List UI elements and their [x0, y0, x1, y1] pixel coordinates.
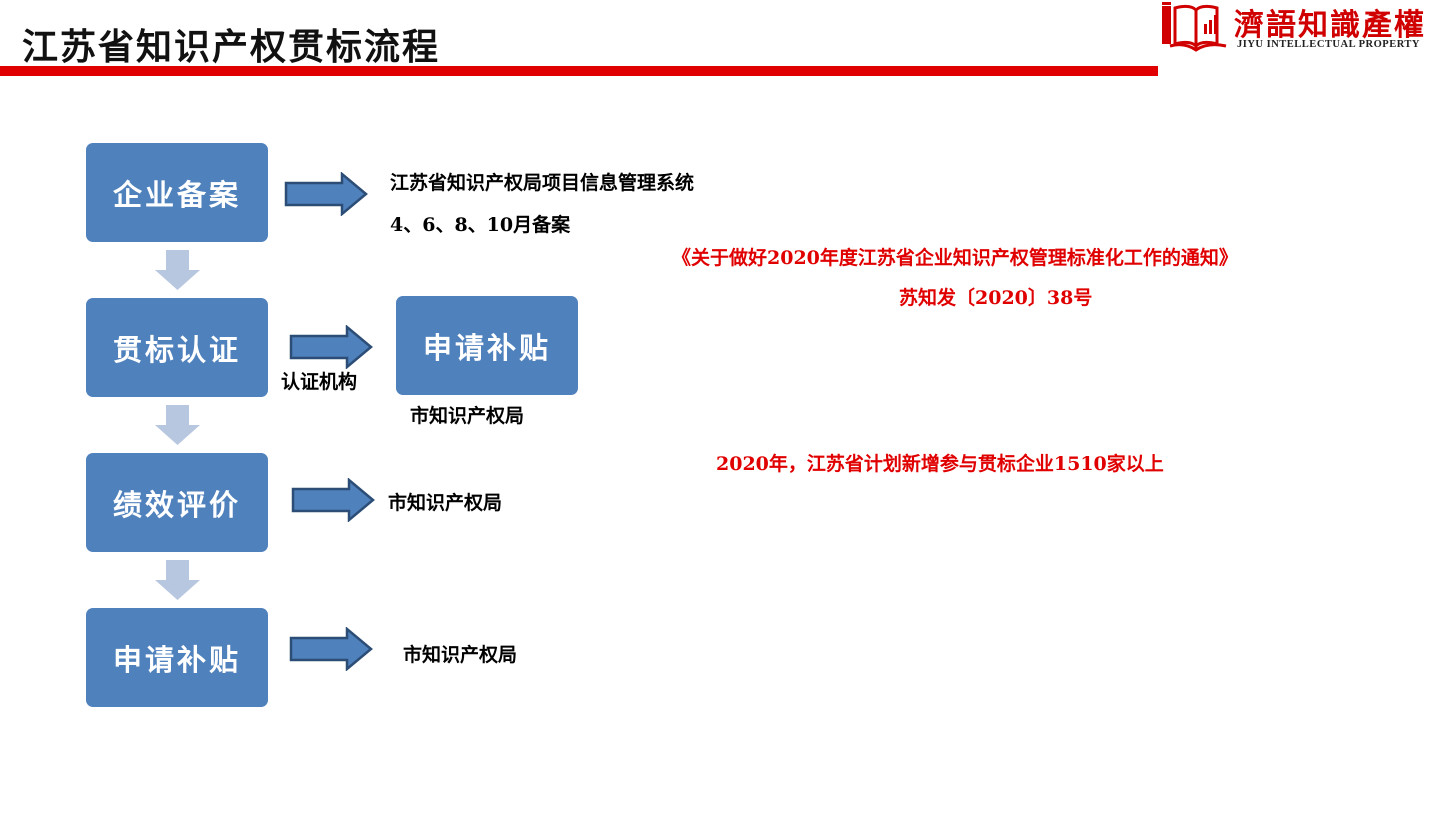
book-logo-icon	[1162, 2, 1227, 52]
step-apply-subsidy: 申请补贴	[86, 608, 268, 707]
down-arrow-icon	[155, 405, 200, 445]
certification-body-label: 认证机构	[281, 371, 358, 393]
right-arrow-icon	[289, 325, 373, 369]
notice-document-number: 苏知发〔2020〕38号	[899, 287, 1093, 309]
evaluation-target-text: 市知识产权局	[388, 492, 503, 514]
brand-logo: 濟語知識產權 JIYU INTELLECTUAL PROPERTY	[1158, 0, 1450, 60]
filing-months-text: 4、6、8、10月备案	[390, 214, 571, 236]
notice-title: 《关于做好2020年度江苏省企业知识产权管理标准化工作的通知》	[672, 247, 1238, 269]
subsidy-target-text: 市知识产权局	[403, 644, 518, 666]
page-title: 江苏省知识产权贯标流程	[22, 26, 441, 68]
plan-statement: 2020年，江苏省计划新增参与贯标企业1510家以上	[716, 453, 1164, 475]
right-arrow-icon	[289, 627, 373, 671]
step-standard-certification: 贯标认证	[86, 298, 268, 397]
subsidy-caption: 市知识产权局	[410, 405, 525, 427]
step-performance-evaluation: 绩效评价	[86, 453, 268, 552]
subsidy-box: 申请补贴	[396, 296, 578, 395]
step-enterprise-filing: 企业备案	[86, 143, 268, 242]
right-arrow-icon	[284, 172, 368, 216]
down-arrow-icon	[155, 250, 200, 290]
down-arrow-icon	[155, 560, 200, 600]
right-arrow-icon	[291, 478, 375, 522]
title-underline-bar	[0, 66, 1158, 76]
brand-name-cn: 濟語知識產權	[1234, 8, 1426, 43]
filing-system-text: 江苏省知识产权局项目信息管理系统	[390, 172, 695, 194]
brand-name-en: JIYU INTELLECTUAL PROPERTY	[1237, 39, 1420, 50]
